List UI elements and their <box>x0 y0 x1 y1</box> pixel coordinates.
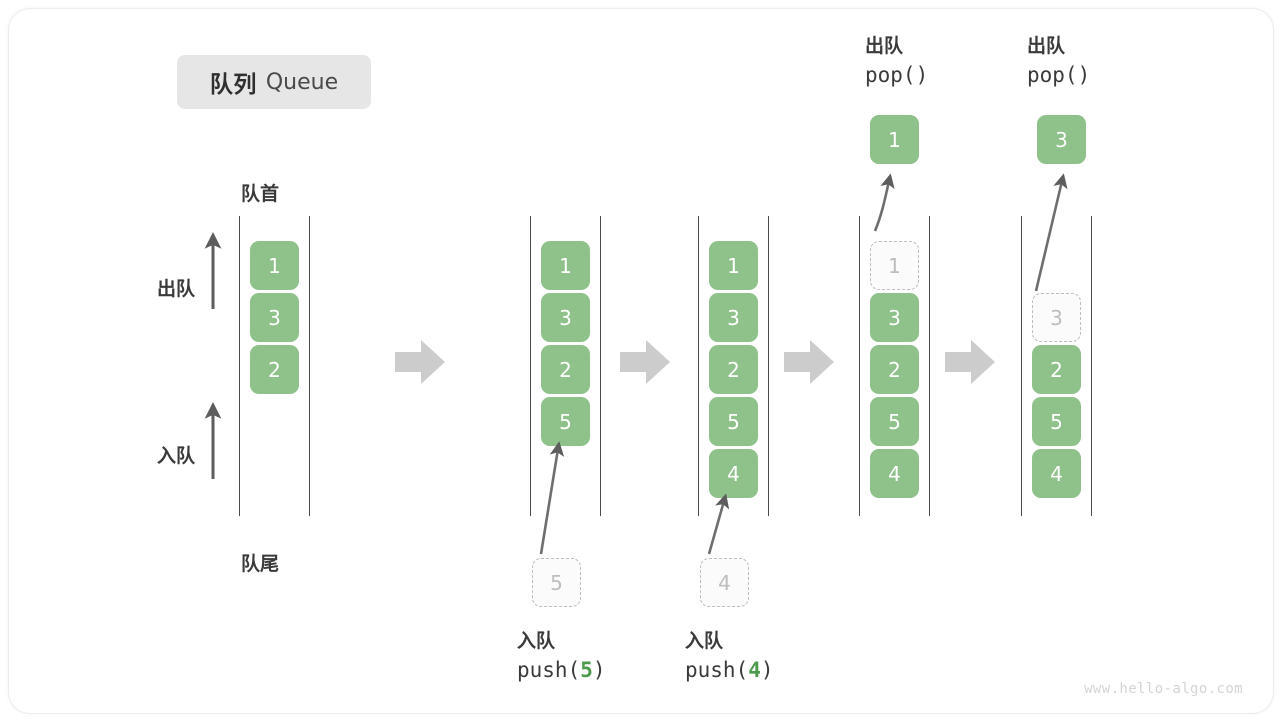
caption-code-text: pop() <box>1027 61 1090 91</box>
queue-cell: 4 <box>870 449 919 498</box>
pending-push-cell: 4 <box>700 558 749 607</box>
code-prefix: push( <box>517 657 581 682</box>
head-label-text: 队首 <box>241 184 280 205</box>
column-rail-right <box>768 216 769 516</box>
code-arg: 5 <box>580 657 593 682</box>
queue-column-after-pop-1: 1 3 2 5 4 <box>859 216 931 516</box>
column-rail-right <box>1091 216 1092 516</box>
queue-cell-removed: 1 <box>870 241 919 290</box>
caption-code-text: pop() <box>865 61 928 91</box>
code-prefix: pop( <box>865 62 916 87</box>
diagram-card: 队列 Queue 队首 队尾 出队 入队 1 3 2 1 3 2 5 5 入队 … <box>8 8 1274 714</box>
code-suffix: ) <box>592 657 606 682</box>
queue-cell: 2 <box>541 345 590 394</box>
column-rail-right <box>929 216 930 516</box>
queue-cell: 1 <box>250 241 299 290</box>
queue-column-after-push-5: 1 3 2 5 <box>530 216 602 516</box>
caption-pop-3: 出队 pop() <box>1027 34 1090 91</box>
queue-cell-new: 5 <box>541 397 590 446</box>
column-rail-left <box>698 216 699 516</box>
watermark: www.hello-algo.com <box>1084 681 1243 697</box>
column-rail-left <box>530 216 531 516</box>
caption-push-5: 入队 push(5) <box>517 629 606 686</box>
queue-cell: 3 <box>541 293 590 342</box>
code-arg: 4 <box>748 657 761 682</box>
caption-code-text: push(4) <box>685 656 774 686</box>
queue-cell: 5 <box>870 397 919 446</box>
column-rail-right <box>309 216 310 516</box>
column-rail-left <box>239 216 240 516</box>
queue-cell: 3 <box>870 293 919 342</box>
popped-cell: 3 <box>1037 115 1086 164</box>
queue-cell-new: 4 <box>709 449 758 498</box>
caption-code-text: push(5) <box>517 656 606 686</box>
column-rail-right <box>600 216 601 516</box>
code-prefix: pop( <box>1027 62 1078 87</box>
queue-cell-removed: 3 <box>1032 293 1081 342</box>
caption-pop-1: 出队 pop() <box>865 34 928 91</box>
code-suffix: ) <box>915 62 929 87</box>
caption-cn-text: 出队 <box>865 36 904 57</box>
diagram-title-badge: 队列 Queue <box>177 55 371 109</box>
queue-cell: 3 <box>250 293 299 342</box>
queue-cell: 4 <box>1032 449 1081 498</box>
queue-cell: 3 <box>709 293 758 342</box>
pending-push-cell: 5 <box>532 558 581 607</box>
queue-column-after-push-4: 1 3 2 5 4 <box>698 216 770 516</box>
step-transition-arrow <box>945 340 995 384</box>
code-suffix: ) <box>760 657 774 682</box>
title-chinese: 队列 <box>209 71 257 97</box>
queue-cell: 2 <box>1032 345 1081 394</box>
caption-push-4: 入队 push(4) <box>685 629 774 686</box>
queue-cell: 2 <box>870 345 919 394</box>
column-rail-left <box>1021 216 1022 516</box>
queue-cell: 1 <box>541 241 590 290</box>
queue-column-initial: 1 3 2 <box>239 216 311 516</box>
step-transition-arrow <box>395 340 445 384</box>
dequeue-label-text: 出队 <box>157 279 196 300</box>
label-tail: 队尾 <box>241 549 279 576</box>
label-enqueue: 入队 <box>157 441 195 468</box>
code-prefix: push( <box>685 657 749 682</box>
popped-cell: 1 <box>870 115 919 164</box>
queue-cell: 2 <box>709 345 758 394</box>
queue-cell: 5 <box>709 397 758 446</box>
column-rail-left <box>859 216 860 516</box>
code-suffix: ) <box>1077 62 1091 87</box>
queue-column-after-pop-3: 3 2 5 4 <box>1021 216 1093 516</box>
enqueue-label-text: 入队 <box>157 446 196 467</box>
queue-cell: 1 <box>709 241 758 290</box>
caption-cn-text: 入队 <box>685 631 724 652</box>
step-transition-arrow <box>620 340 670 384</box>
caption-cn-text: 出队 <box>1027 36 1066 57</box>
label-dequeue: 出队 <box>157 274 195 301</box>
queue-cell: 2 <box>250 345 299 394</box>
caption-cn-text: 入队 <box>517 631 556 652</box>
step-transition-arrow <box>784 340 834 384</box>
tail-label-text: 队尾 <box>241 554 280 575</box>
title-english: Queue <box>265 69 339 95</box>
label-head: 队首 <box>241 179 279 206</box>
queue-cell: 5 <box>1032 397 1081 446</box>
